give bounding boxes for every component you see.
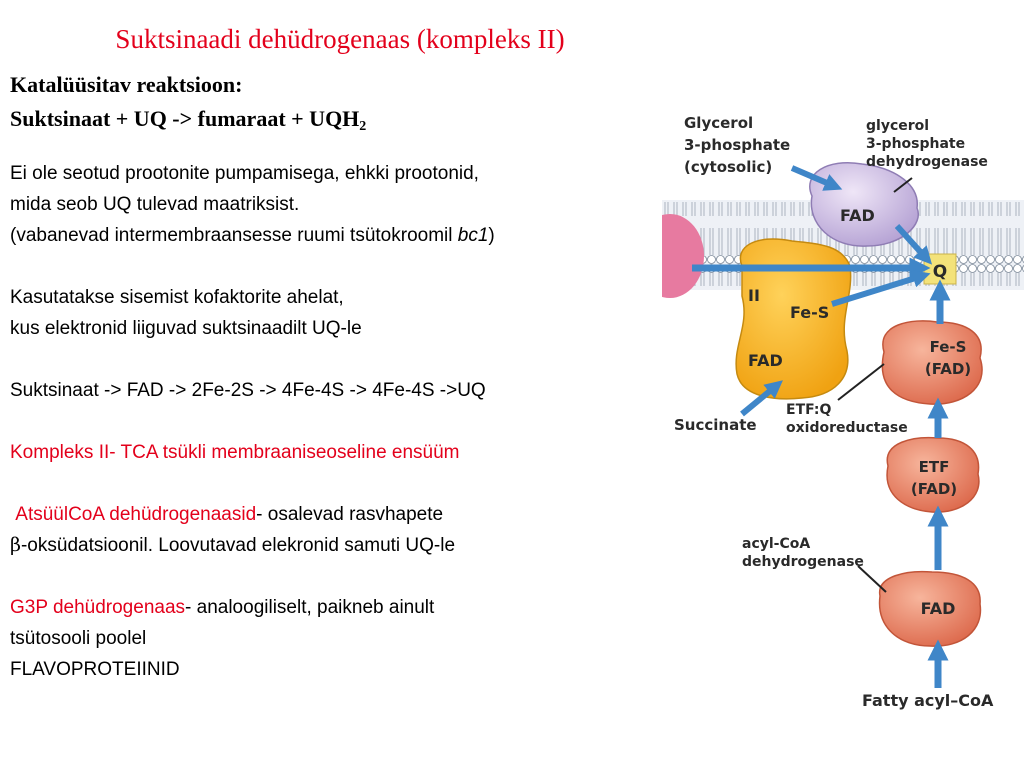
slide-body: Ei ole seotud prootonite pumpamisega, eh… [10, 158, 670, 685]
acd-label: acyl-CoA [742, 536, 810, 552]
slide-title: Suktsinaadi dehüdrogenaas (kompleks II) [115, 24, 565, 54]
g3pdh-label-2: 3-phosphate [866, 136, 965, 152]
reaction-equation: Suktsinaat + UQ -> fumaraat + UQH2 [10, 102, 366, 136]
body-line: (vabanevad intermembraansesse ruumi tsüt… [10, 220, 670, 251]
ubiquinone-label: Q [933, 262, 947, 282]
etf-shape [886, 436, 980, 513]
etfq-label-2: oxidoreductase [786, 420, 908, 436]
etfq-label: ETF:Q [786, 402, 832, 418]
glycerol-label: Glycerol [684, 114, 753, 132]
reaction-block: Katalüüsitav reaktsioon: Suktsinaat + UQ… [10, 68, 366, 136]
acd-pointer [857, 565, 887, 593]
complex-ii-to-q-arrow [831, 270, 931, 307]
body-text: - osalevad rasvhapete [256, 504, 444, 525]
fatty-acyl-label: Fatty acyl–CoA [862, 691, 994, 710]
fad-top-label: FAD [840, 206, 875, 225]
bc1-italic: bc1 [457, 225, 489, 246]
body-text: ) [488, 225, 495, 246]
succinate-label: Succinate [674, 416, 757, 434]
electron-path: Suktsinaat -> FAD -> 2Fe-2S -> 4Fe-4S ->… [10, 380, 486, 401]
acyl-coa-dh-shape [878, 570, 982, 647]
glycerol-arrow [790, 165, 843, 191]
neighbour-complex [662, 214, 704, 298]
body-line: β-oksüdatsioonil. Loovutavad elekronid s… [10, 530, 670, 561]
g3pdh-to-q-arrow [894, 223, 933, 265]
etfq-pointer [837, 363, 885, 401]
etfq-shape [881, 320, 983, 405]
complex-ii-label: II [748, 286, 760, 305]
body-line: G3P dehüdrogenaas- analoogiliselt, paikn… [10, 592, 670, 623]
body-text: (vabanevad intermembraansesse ruumi tsüt… [10, 225, 458, 246]
body-text: - analoogiliselt, paikneb ainult [185, 597, 435, 618]
body-line: kus elektronid liiguvad suktsinaadilt UQ… [10, 318, 362, 339]
fes-ii-label: Fe-S [790, 303, 829, 322]
body-line: AtsüülCoA dehüdrogenaasid- osalevad rasv… [10, 499, 670, 530]
flavoproteins-label: FLAVOPROTEIINID [10, 659, 180, 680]
complex-ii-shape [735, 238, 852, 400]
reaction-main: Suktsinaat + UQ -> fumaraat + UQH [10, 106, 360, 131]
body-line: tsütosooli poolel [10, 628, 147, 649]
reaction-subscript: 2 [359, 119, 367, 134]
body-text: -oksüdatsioonil. Loovutavad elekronid sa… [20, 535, 456, 556]
glycerol-label-3: (cytosolic) [684, 158, 772, 176]
electron-transfer-diagram: Q FAD II Fe-S FAD Fe-S (FAD) ETF (FAD) F… [662, 114, 1024, 710]
body-line: Ei ole seotud prootonite pumpamisega, eh… [10, 163, 479, 184]
g3pdh-pointer [893, 177, 913, 193]
succinate-arrow [740, 380, 783, 417]
fad-bottom-label: FAD [921, 599, 956, 618]
fad-ii-label: FAD [748, 351, 783, 370]
complex-ii-note: Kompleks II- TCA tsükli membraaniseoseli… [10, 442, 460, 463]
fes-etfq-label: Fe-S [930, 338, 967, 356]
acd-label-2: dehydrogenase [742, 554, 864, 570]
acyl-coa-dh-term: AtsüülCoA dehüdrogenaasid [15, 504, 257, 525]
body-line: Kasutatakse sisemist kofaktorite ahelat, [10, 287, 344, 308]
glycerol-label-2: 3-phosphate [684, 136, 790, 154]
etf-fad-label: (FAD) [911, 480, 957, 498]
beta-symbol: β [10, 534, 21, 556]
etf-label: ETF [919, 458, 950, 476]
g3p-dh-term: G3P dehüdrogenaas [10, 597, 186, 618]
body-line: mida seob UQ tulevad maatriksist. [10, 194, 300, 215]
fad-etfq-label: (FAD) [925, 360, 971, 378]
reaction-heading: Katalüüsitav reaktsioon: [10, 72, 243, 97]
g3pdh-label: glycerol [866, 118, 929, 134]
g3pdh-label-3: dehydrogenase [866, 154, 988, 170]
